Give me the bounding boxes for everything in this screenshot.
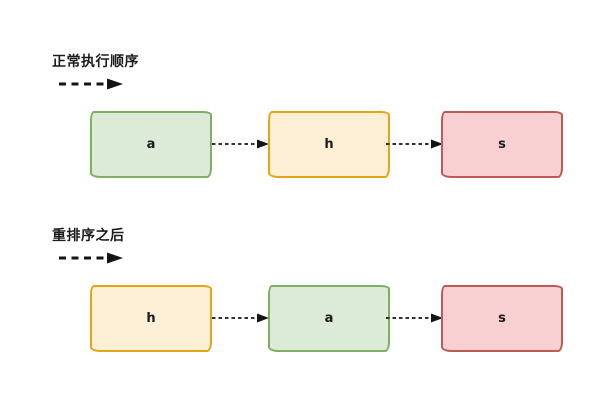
node-label: s xyxy=(498,137,506,152)
node-label: s xyxy=(498,311,506,326)
node-box-s: s xyxy=(441,111,563,178)
node-box-h: h xyxy=(268,111,390,178)
row-label-after-reorder: 重排序之后 xyxy=(52,228,125,244)
dashed-arrow-icon xyxy=(59,78,123,90)
node-label: h xyxy=(324,137,334,152)
node-label: h xyxy=(146,311,156,326)
node-box-h: h xyxy=(90,285,212,352)
dashed-arrow-icon xyxy=(212,139,269,149)
dashed-arrow-icon xyxy=(386,139,443,149)
dashed-arrow-icon xyxy=(212,313,269,323)
dashed-arrow-icon xyxy=(386,313,443,323)
node-box-a: a xyxy=(268,285,390,352)
dashed-arrow-icon xyxy=(59,252,123,264)
node-box-a: a xyxy=(90,111,212,178)
row-label-normal-order: 正常执行顺序 xyxy=(52,54,139,70)
node-label: a xyxy=(146,137,156,152)
node-box-s: s xyxy=(441,285,563,352)
node-label: a xyxy=(324,311,334,326)
